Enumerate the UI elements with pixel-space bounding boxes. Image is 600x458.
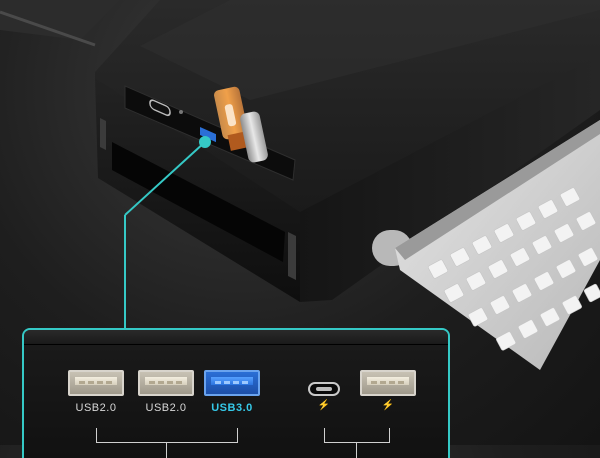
stand-handle-cutout [112,142,285,262]
port-label-3: USB3.0 [211,402,253,414]
usb-flash-drive-orange [214,86,248,151]
usb-a-charging-port [360,370,416,396]
usb-a-port-2 [138,370,194,396]
stand-side-slot-left [100,118,106,150]
port-label-2: USB2.0 [145,402,187,414]
callout-leader-diagonal [124,141,206,216]
stand-top-highlight [140,0,600,100]
charging-ports-bracket-stem [356,442,357,458]
data-ports-bracket-stem [166,442,167,458]
monitor-base-line [0,10,96,47]
product-photo-scene [0,0,600,370]
usb3-port [204,370,260,396]
usb-a-port-1 [68,370,124,396]
monitor-base-edge [0,0,120,40]
port-label-1: USB2.0 [75,402,117,414]
stand-usb3-port [200,127,216,143]
stand-indicator-led [179,110,183,114]
callout-panel-edge [24,330,448,345]
ports-callout-panel: USB2.0 USB2.0 USB3.0 ⚡ ⚡ [22,328,450,458]
charging-bolt-icon-1: ⚡ [317,400,331,411]
usb-c-port [308,382,340,396]
stand-side-slot-right [288,232,296,280]
callout-anchor-dot [199,136,211,148]
wireless-keyboard [372,120,600,370]
charging-bolt-icon-2: ⚡ [381,400,395,411]
usb-flash-drive-silver [240,111,268,163]
stand-usb-c-port [149,99,171,117]
keyboard-keys [428,187,600,351]
charging-ports-bracket [324,428,390,443]
data-ports-bracket [96,428,238,443]
